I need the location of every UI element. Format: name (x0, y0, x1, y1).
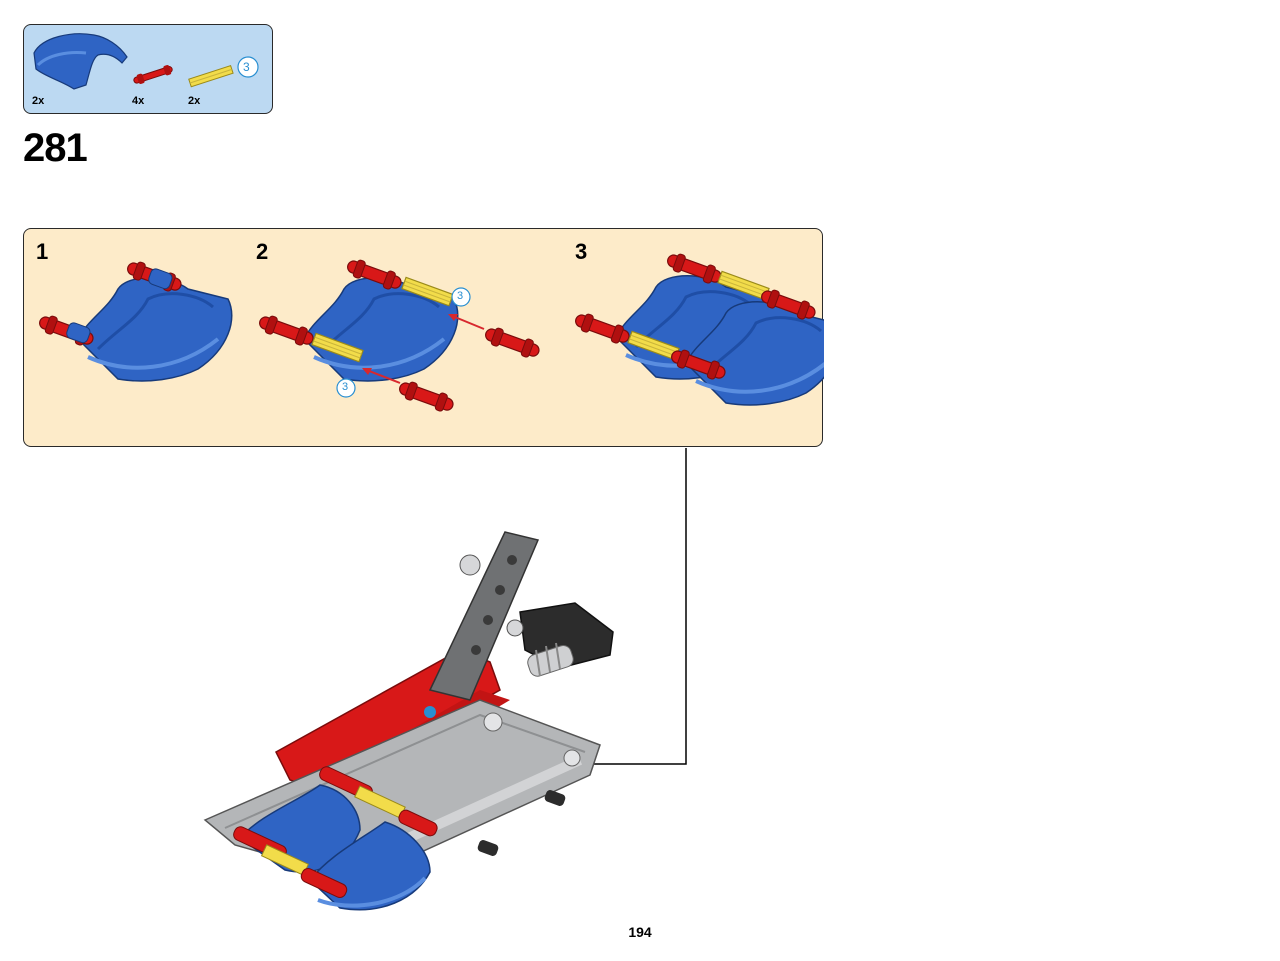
page-number: 194 (628, 924, 652, 940)
substep-2-callout-b: 3 (342, 381, 349, 393)
gray-lever-part (428, 531, 540, 701)
pin-quantity: 4x (132, 95, 145, 107)
yellow-axle-part-icon (188, 64, 234, 88)
substep-2-callout-a-icon (451, 287, 471, 307)
installed-seat-assembly (233, 766, 438, 911)
substep-label-2: 2 (256, 239, 269, 264)
substep-art (36, 249, 824, 416)
panel-quantity: 2x (32, 95, 45, 107)
parts-list-art (33, 33, 259, 90)
blue-panel-part-icon (33, 33, 128, 90)
axle-quantity: 2x (188, 95, 201, 107)
shock-spring-part (527, 642, 574, 677)
substep-2-callout-a: 3 (457, 290, 464, 302)
substep-panel: 1 2 3 (23, 228, 824, 447)
substep-2-assembly (256, 255, 543, 416)
parts-list-box: 3 2x 4x 2x (23, 24, 273, 114)
black-pin-part (477, 790, 566, 856)
substep-2-callout-b-icon (336, 378, 356, 398)
length-callout-icon (237, 56, 259, 78)
step-number: 281 (23, 126, 88, 170)
substep-label-1: 1 (36, 239, 49, 264)
length-callout-label: 3 (243, 60, 250, 74)
red-pin-part-icon (133, 65, 173, 84)
substep-label-3: 3 (575, 239, 588, 264)
